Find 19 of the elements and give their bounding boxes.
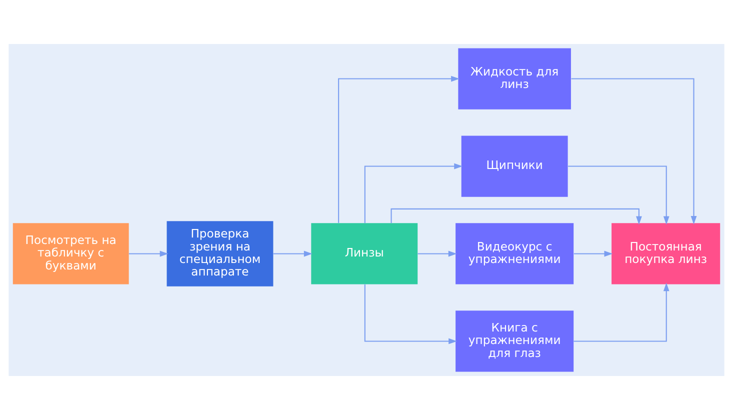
arrow <box>364 284 458 344</box>
arrow <box>128 250 168 256</box>
node-box: Видеокурс с упражнениями <box>456 222 574 284</box>
arrow <box>273 250 312 256</box>
arrow <box>574 250 613 256</box>
arrow <box>364 162 463 223</box>
node-box: Жидкость для линз <box>458 48 571 109</box>
node-box: Постоянная покупка линз <box>612 222 720 284</box>
arrow <box>390 208 642 224</box>
node-box: Проверка зрения на специальном аппарате <box>166 220 274 286</box>
arrow <box>571 78 697 224</box>
node-box: Посмотреть на табличку с буквами <box>12 222 129 284</box>
node-box: Щипчики <box>461 135 568 196</box>
node-box: Книга с упражнениями для глаз <box>456 310 574 372</box>
node-box: Линзы <box>311 222 418 284</box>
arrow <box>574 282 670 342</box>
arrow <box>568 165 670 224</box>
arrow <box>338 75 460 222</box>
arrow <box>418 250 457 256</box>
